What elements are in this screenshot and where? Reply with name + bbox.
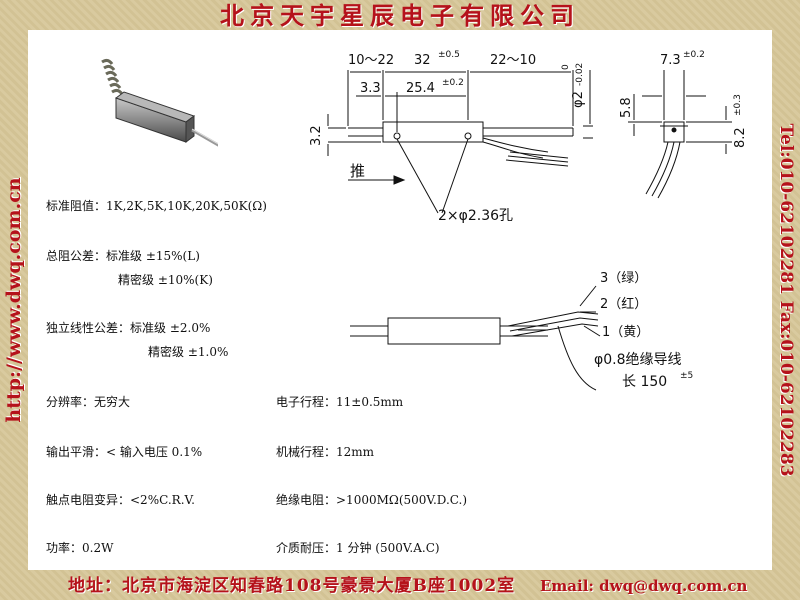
footer: 地址：北京市海淀区知春路108号豪景大厦B座1002室 Email: dwq@d… <box>0 572 800 600</box>
dim-32-tol: ±0.5 <box>438 50 460 60</box>
dim-22-10: 22～10 <box>490 53 536 68</box>
wire2-label: 2（红） <box>600 296 647 312</box>
dim-7-3-tol: ±0.2 <box>683 50 705 60</box>
spec-contact-variation: 触点电阻变异：<2%C.R.V. <box>46 493 195 507</box>
spec-smoothness: 输出平滑：< 输入电压 0.1% <box>46 445 203 459</box>
footer-email[interactable]: Email: dwq@dwq.com.cn <box>540 577 748 595</box>
side-website: http://www.dwq.com.cn <box>0 30 28 570</box>
dim-25-4-tol: ±0.2 <box>442 78 464 88</box>
wire1-label: 1（黄） <box>602 325 649 340</box>
website-text[interactable]: http://www.dwq.com.cn <box>3 177 25 423</box>
dim-3-3: 3.3 <box>360 81 381 96</box>
side-phones: Tel:010-62102281 Fax:010-62102283 <box>772 30 800 570</box>
dim-8-2-tol: ±0.3 <box>733 94 743 116</box>
wire-length-tol: ±5 <box>680 371 693 381</box>
company-title: 北京天宇星辰电子有限公司 <box>220 1 580 30</box>
spec-sheet: 10～22 32 ±0.5 22～10 3.3 25.4 ±0.2 φ2 -0.… <box>28 30 772 570</box>
spec-resistance: 标准阻值：1K,2K,5K,10K,20K,50K(Ω) <box>46 199 267 213</box>
spec-linearity: 独立线性公差：标准级 ±2.0% <box>46 321 211 335</box>
dim-phi2: φ2 <box>571 91 586 108</box>
wire-length: 长 150 <box>622 374 667 390</box>
spec-resolution: 分辨率：无穷大 <box>46 395 131 409</box>
spec-power: 功率：0.2W <box>46 541 114 555</box>
spec-insulation: 绝缘电阻：>1000MΩ(500V.D.C.) <box>276 493 468 507</box>
spec-linearity-precision: 精密级 ±1.0% <box>148 345 229 359</box>
wire3-label: 3（绿） <box>600 271 647 286</box>
dim-8-2: 8.2 <box>733 127 748 148</box>
wire-spec: φ0.8绝缘导线 <box>594 352 682 368</box>
dim-25-4: 25.4 <box>406 81 435 96</box>
dim-10-22: 10～22 <box>348 53 394 68</box>
dim-7-3: 7.3 <box>660 53 681 68</box>
footer-address: 地址：北京市海淀区知春路108号豪景大厦B座1002室 <box>68 576 516 596</box>
dim-32: 32 <box>414 53 431 68</box>
dim-phi2-tol0: 0 <box>561 64 571 70</box>
spec-electrical-travel: 电子行程：11±0.5mm <box>276 395 404 409</box>
spec-dielectric: 介质耐压：1 分钟 (500V.A.C) <box>276 541 440 555</box>
spec-mechanical-travel: 机械行程：12mm <box>276 445 375 459</box>
dim-5-8: 5.8 <box>619 97 634 118</box>
product-photo <box>101 58 218 147</box>
dim-3-2: 3.2 <box>309 125 324 146</box>
holes-label: 2×φ2.36孔 <box>438 208 513 224</box>
spec-total-tolerance-precision: 精密级 ±10%(K) <box>118 273 213 287</box>
dim-phi2-tol: -0.02 <box>575 63 585 86</box>
push-label: 推 <box>350 162 365 180</box>
dimension-drawing: 10～22 32 ±0.5 22～10 3.3 25.4 ±0.2 φ2 -0.… <box>309 50 748 391</box>
spec-total-tolerance: 总阻公差：标准级 ±15%(L) <box>46 249 200 263</box>
phone-fax-text: Tel:010-62102281 Fax:010-62102283 <box>776 123 796 477</box>
